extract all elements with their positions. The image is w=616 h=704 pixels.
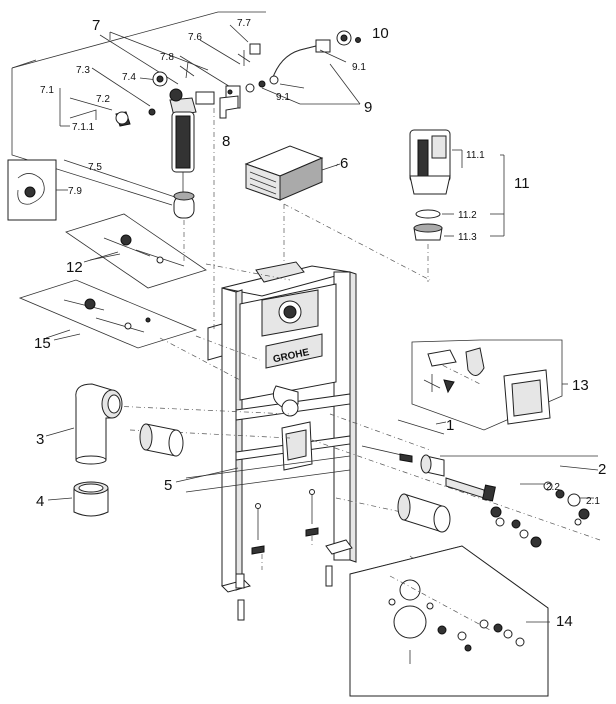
kit-7-9 <box>7 159 68 221</box>
label-15: 15 <box>34 335 51 352</box>
label-7-3: 7.3 <box>76 65 90 76</box>
group-7-bracket <box>11 11 266 206</box>
label-2-2: 2.2 <box>546 482 560 493</box>
label-7-9: 7.9 <box>68 186 82 197</box>
label-2: 2 <box>598 461 606 478</box>
label-9-1a: 9.1 <box>276 92 290 103</box>
label-11: 11 <box>514 175 530 192</box>
drain-pipes-2 <box>397 454 599 548</box>
flush-valve-11 <box>409 129 505 241</box>
flush-plate-13 <box>411 339 568 431</box>
label-5: 5 <box>164 477 172 494</box>
socket-4 <box>73 481 109 517</box>
label-11-2: 11.2 <box>458 210 477 221</box>
label-7-2: 7.2 <box>96 94 110 105</box>
leader-lines-top <box>59 24 249 199</box>
label-11-1: 11.1 <box>466 150 485 161</box>
bracket-8 <box>219 95 239 119</box>
label-3: 3 <box>36 431 44 448</box>
label-7-1: 7.1 <box>40 85 54 96</box>
insulation-panel-14 <box>349 545 550 697</box>
label-7: 7 <box>92 17 100 34</box>
label-4: 4 <box>36 493 44 510</box>
label-10: 10 <box>372 25 389 42</box>
label-11-3: 11.3 <box>458 232 477 243</box>
label-7-1-1: 7.1.1 <box>72 122 95 133</box>
label-7-5: 7.5 <box>88 162 102 173</box>
fixing-set-15 <box>18 279 198 349</box>
label-14: 14 <box>556 613 573 630</box>
installation-frame: GROHE <box>207 261 357 621</box>
label-13: 13 <box>572 377 589 394</box>
rods-1 <box>361 419 445 463</box>
label-8: 8 <box>222 133 230 150</box>
label-7-8: 7.8 <box>160 52 174 63</box>
label-9: 9 <box>364 99 372 116</box>
label-2-1: 2.1 <box>586 496 600 507</box>
elbow-pipe-3 <box>75 383 184 465</box>
labels: 7 7.7 7.6 7.8 7.3 7.4 7.1 7.2 7.1.1 7.5 … <box>34 17 606 630</box>
cistern-block-6 <box>244 145 341 201</box>
label-12: 12 <box>66 259 83 276</box>
hose-9-and-10 <box>245 30 361 105</box>
label-1: 1 <box>446 417 454 434</box>
fixing-set-12 <box>65 213 207 289</box>
leader-lines-main <box>45 32 447 501</box>
label-6: 6 <box>340 155 348 172</box>
alignment-lines <box>111 108 601 641</box>
label-7-6: 7.6 <box>188 32 202 43</box>
label-7-7: 7.7 <box>237 18 251 29</box>
label-9-1b: 9.1 <box>352 62 366 73</box>
fill-valve-7 <box>69 71 215 219</box>
label-7-4: 7.4 <box>122 72 136 83</box>
